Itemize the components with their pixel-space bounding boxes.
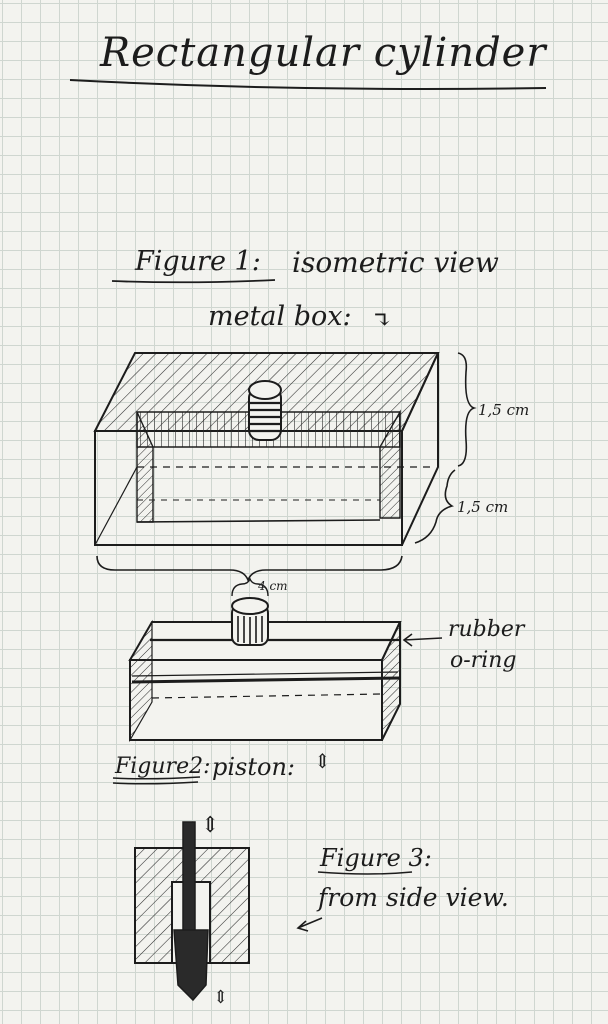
figure1-label: Figure 1: bbox=[134, 246, 261, 277]
figure3-arrow-bottom-icon: ⇕ bbox=[213, 987, 228, 1008]
o-ring-label-1: rubber bbox=[448, 617, 526, 642]
metal-box-label: metal box: bbox=[208, 301, 352, 332]
side-view-block bbox=[134, 821, 250, 1002]
figure3-pointer-arrow bbox=[296, 917, 323, 932]
figure3-label: Figure 3: bbox=[319, 844, 432, 872]
figure3-caption: from side view. bbox=[316, 883, 509, 912]
side-view-piston-head bbox=[173, 929, 209, 1002]
box-inlet-port bbox=[248, 380, 282, 441]
figure3-arrow-top-icon: ⇕ bbox=[201, 813, 219, 838]
o-ring-pointer-arrow bbox=[402, 633, 443, 647]
page-title: Rectangular cylinder bbox=[99, 30, 548, 76]
box-cavity-right-wall bbox=[379, 409, 401, 519]
height-top-brace bbox=[457, 352, 477, 467]
figure1-caption: isometric view bbox=[292, 246, 499, 279]
piston-front-face bbox=[129, 659, 383, 741]
figure3-underline bbox=[317, 871, 413, 875]
side-view-rod bbox=[182, 821, 196, 933]
o-ring-line bbox=[131, 676, 401, 684]
piston bbox=[128, 619, 402, 743]
figure2-underline bbox=[112, 776, 201, 785]
piston-width-label: 4 cm bbox=[257, 579, 288, 593]
figure2-label: Figure2: bbox=[114, 754, 211, 779]
box-cavity-floor bbox=[136, 519, 381, 523]
figure1-underline bbox=[111, 279, 276, 284]
height-bottom-label: 1,5 cm bbox=[457, 498, 508, 516]
title-underline bbox=[69, 79, 547, 90]
box-right-face bbox=[401, 352, 439, 546]
piston-right-face bbox=[381, 621, 401, 741]
height-bottom-brace bbox=[414, 469, 456, 544]
box-bottom-left-edge bbox=[94, 466, 138, 546]
o-ring-label-2: o-ring bbox=[450, 648, 516, 673]
figure2-caption: piston: bbox=[212, 753, 295, 781]
figure2-arrow-icon: ⇕ bbox=[314, 749, 331, 773]
piston-rod-port bbox=[231, 597, 269, 646]
metal-box-arrow-icon: ↴ bbox=[372, 306, 392, 334]
width-brace bbox=[96, 555, 403, 583]
height-top-label: 1,5 cm bbox=[478, 401, 529, 419]
piston-width-brace bbox=[231, 577, 269, 597]
